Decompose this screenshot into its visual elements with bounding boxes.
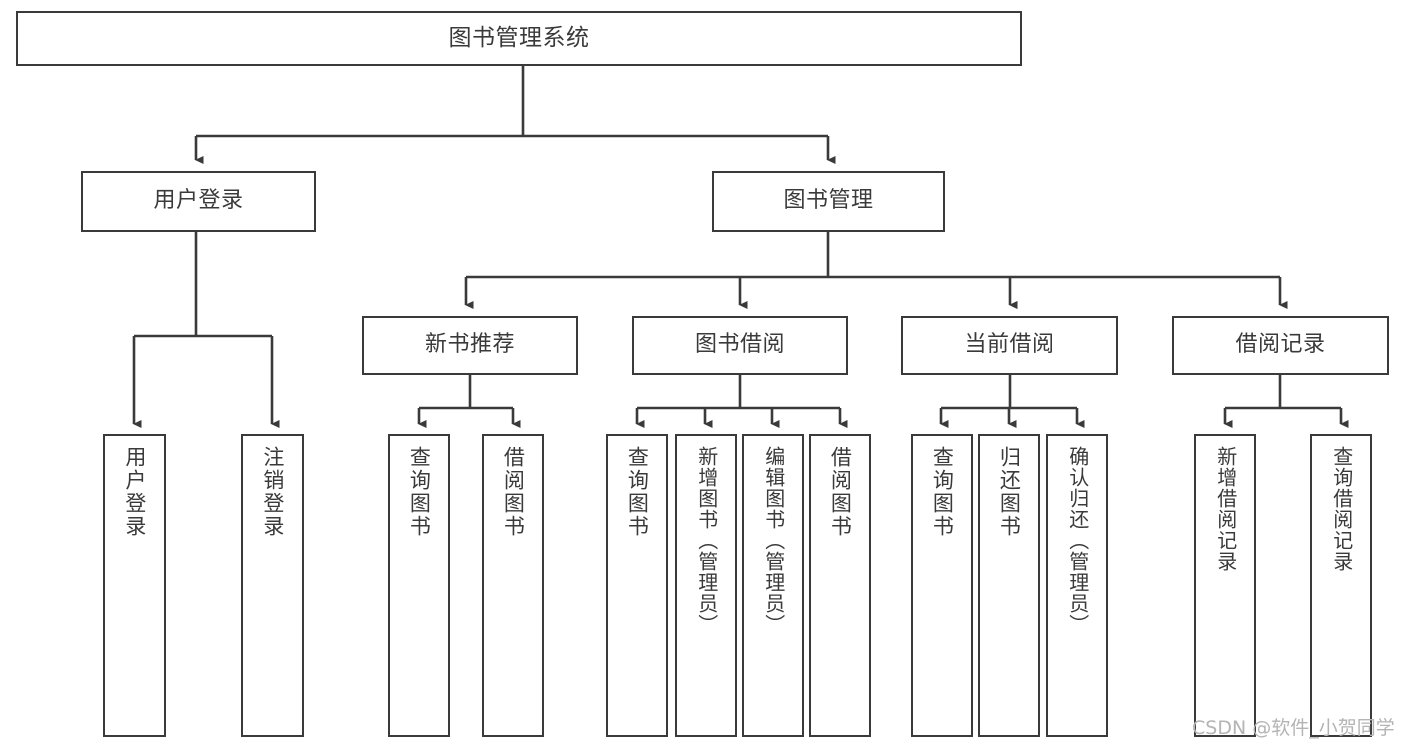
node-label: 用户登录 [153, 188, 244, 214]
node-current-borrow[interactable]: 当前借阅 [901, 316, 1118, 375]
node-label: 图书借阅 [694, 332, 785, 358]
node-label: 编辑图书（管理员） [761, 446, 786, 635]
node-book-borrow[interactable]: 图书借阅 [632, 316, 848, 375]
leaf-new-book-query-book[interactable]: 查询图书 [388, 434, 450, 737]
leaf-book-borrow-edit-book-admin[interactable]: 编辑图书（管理员） [742, 434, 804, 737]
leaf-book-borrow-add-book-admin[interactable]: 新增图书（管理员） [675, 434, 737, 737]
node-label: 借阅记录 [1235, 332, 1326, 358]
node-root-book-management-system[interactable]: 图书管理系统 [16, 11, 1022, 66]
leaf-new-book-borrow-book[interactable]: 借阅图书 [482, 434, 544, 737]
node-label: 新增借阅记录 [1213, 446, 1238, 572]
node-label: 查询图书 [625, 446, 650, 538]
node-label: 确认归还（管理员） [1065, 446, 1090, 635]
node-label: 新书推荐 [424, 332, 515, 358]
node-label: 归还图书 [997, 446, 1022, 538]
csdn-watermark: CSDN @软件_小贺同学 [1192, 717, 1395, 739]
leaf-user-login-login[interactable]: 用户登录 [103, 434, 166, 737]
node-label: 图书管理 [783, 188, 874, 214]
leaf-book-borrow-borrow-book[interactable]: 借阅图书 [809, 434, 871, 737]
leaf-borrow-record-query-record[interactable]: 查询借阅记录 [1310, 434, 1372, 737]
node-label: 借阅图书 [828, 446, 853, 538]
node-label: 新增图书（管理员） [694, 446, 719, 635]
leaf-current-borrow-confirm-return-admin[interactable]: 确认归还（管理员） [1046, 434, 1108, 737]
leaf-book-borrow-query-book[interactable]: 查询图书 [606, 434, 668, 737]
node-new-book-recommend[interactable]: 新书推荐 [362, 316, 578, 375]
node-label: 查询图书 [930, 446, 955, 538]
node-label: 查询借阅记录 [1329, 446, 1354, 572]
leaf-user-login-logout[interactable]: 注销登录 [241, 434, 304, 737]
node-label: 注销登录 [260, 446, 285, 538]
node-label: 用户登录 [122, 446, 147, 538]
leaf-current-borrow-query-book[interactable]: 查询图书 [911, 434, 973, 737]
leaf-current-borrow-return-book[interactable]: 归还图书 [978, 434, 1040, 737]
node-label: 查询图书 [407, 446, 432, 538]
node-label: 当前借阅 [964, 332, 1055, 358]
node-label: 图书管理系统 [448, 24, 590, 51]
node-borrow-record[interactable]: 借阅记录 [1172, 316, 1389, 375]
leaf-borrow-record-add-record[interactable]: 新增借阅记录 [1194, 434, 1256, 737]
node-book-management[interactable]: 图书管理 [712, 171, 945, 232]
node-user-login[interactable]: 用户登录 [81, 171, 316, 232]
node-label: 借阅图书 [501, 446, 526, 538]
